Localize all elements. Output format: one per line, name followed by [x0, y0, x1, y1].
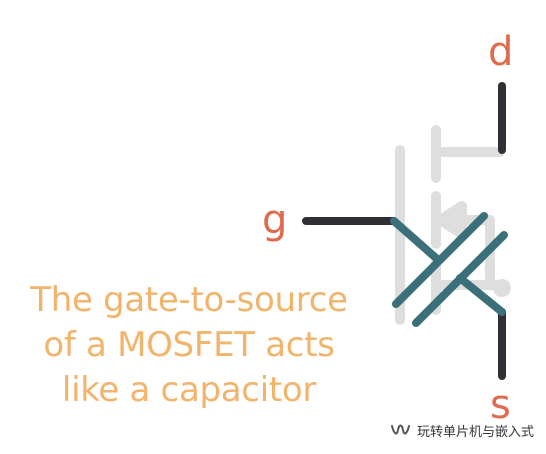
drain-label: d	[488, 29, 514, 75]
caption-line-2: of a MOSFET acts	[43, 325, 335, 365]
plate-to-source-lead	[456, 274, 506, 316]
wechat-channel-icon	[390, 424, 410, 434]
mosfet-ghost-symbol	[395, 125, 511, 325]
capacitor-plate-upper	[392, 212, 488, 308]
lead-wires	[302, 82, 506, 380]
gate-to-plate-lead	[390, 217, 440, 262]
watermark-text: 玩转单片机与嵌入式	[416, 425, 534, 440]
source-label: s	[490, 382, 511, 428]
caption: The gate-to-source of a MOSFET acts like…	[14, 278, 364, 413]
gate-label: g	[262, 197, 288, 243]
caption-line-1: The gate-to-source	[30, 280, 348, 320]
capacitor-symbol	[390, 212, 508, 327]
watermark: 玩转单片机与嵌入式	[389, 421, 534, 440]
caption-line-3: like a capacitor	[61, 370, 317, 410]
